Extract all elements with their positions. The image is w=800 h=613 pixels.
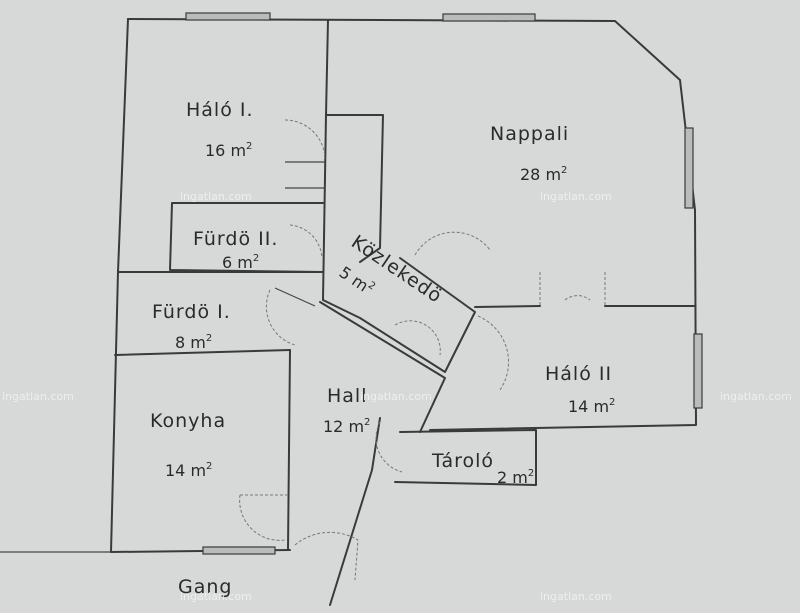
wall-nappali-bottom [474,305,695,308]
watermark: ingatlan.com [720,390,792,403]
door-swing-tarolo [375,421,403,473]
wall-furdo1 [114,271,321,356]
room-area-furdo-1: 8 m2 [175,333,212,352]
window-konyha [202,546,276,555]
room-name-furdo-1: Fürdö I. [152,301,231,323]
wall-stubs [274,161,325,307]
door-swing-furdo1 [265,289,296,346]
door-swing-halo1 [284,119,326,159]
room-name-hall: Hall [327,385,368,407]
door-swing-nappali [414,231,491,256]
door-swing-furdo2 [289,224,323,259]
room-area-nappali: 28 m2 [520,165,567,184]
window-nappali-top [442,13,536,22]
watermarks: ingatlan.com ingatlan.com ingatlan.com i… [2,190,792,603]
window-nappali-right [684,127,694,209]
room-name-gang: Gang [178,576,232,598]
windows [185,12,703,555]
room-name-furdo-2: Fürdö II. [193,228,278,250]
wall-konyha-right [287,349,291,551]
door-swings [0,119,606,581]
room-area-halo-1: 16 m2 [205,141,252,160]
watermark: ingatlan.com [360,390,432,403]
room-area-konyha: 14 m2 [165,461,212,480]
door-swing-double [539,272,606,306]
door-swing-konyha [239,494,288,541]
door-swing-halo2 [477,315,510,391]
room-name-konyha: Konyha [150,410,226,432]
window-halo1 [185,12,271,21]
watermark: ingatlan.com [540,590,612,603]
room-name-halo-1: Háló I. [186,99,254,121]
room-name-nappali: Nappali [490,123,569,145]
wall-corridor-lower [322,114,476,373]
wall-halo1-nappali [325,19,329,116]
watermark: ingatlan.com [540,190,612,203]
room-name-tarolo: Tároló [431,450,494,472]
door-swing-entry [294,531,359,581]
room-area-tarolo: 2 m2 [497,468,534,487]
room-name-halo-2: Háló II [545,363,612,385]
watermark: ingatlan.com [2,390,74,403]
watermark: ingatlan.com [180,190,252,203]
room-area-halo-2: 14 m2 [568,397,615,416]
watermark: ingatlan.com [180,590,252,603]
wall-hall [319,301,446,606]
window-halo2 [693,333,703,409]
wall-corridor-upper [325,114,384,263]
room-area-hall: 12 m2 [323,417,370,436]
outer-wall-left [110,18,291,553]
room-area-furdo-2: 6 m2 [222,253,259,272]
wall-tarolo [394,429,537,486]
